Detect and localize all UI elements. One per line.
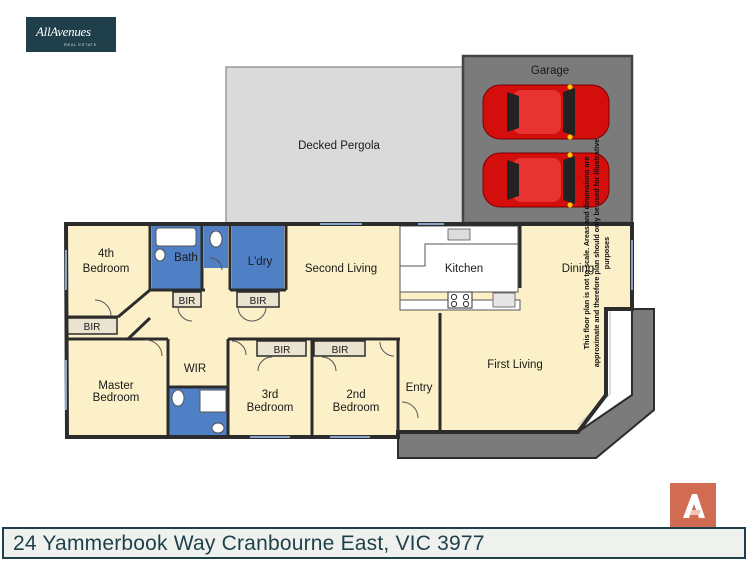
property-address: 24 Yammerbook Way Cranbourne East, VIC 3… bbox=[13, 532, 485, 555]
room-label-first-living: First Living bbox=[487, 359, 543, 371]
room-label-laundry: L'dry bbox=[248, 256, 273, 268]
room-label-4th-bedroom-line1: 4th bbox=[98, 248, 114, 260]
window-marks bbox=[65, 223, 633, 438]
bir-robe bbox=[256, 340, 307, 357]
room-label-second-living: Second Living bbox=[305, 263, 377, 275]
shower-icon bbox=[199, 389, 227, 413]
car-icon bbox=[482, 84, 610, 140]
basin-icon bbox=[154, 248, 166, 262]
bir-robe bbox=[313, 340, 366, 357]
bathtub-icon bbox=[155, 227, 197, 247]
sink-icon bbox=[447, 228, 471, 241]
bir-label: BIR bbox=[250, 296, 267, 307]
room-label-wir: WIR bbox=[184, 363, 206, 375]
room-label-2nd-bedroom-line2: Bedroom bbox=[333, 402, 380, 414]
sink-icon bbox=[492, 292, 516, 308]
disclaimer-text: This floor plan is not to scale. Areas a… bbox=[582, 138, 611, 368]
room-label-3rd-bedroom-line1: 3rd bbox=[262, 389, 279, 401]
cooktop-icon bbox=[447, 291, 473, 309]
room-label-master-bedroom-line1: Master bbox=[98, 380, 133, 392]
room-label-entry: Entry bbox=[406, 382, 433, 394]
room-label-decked-pergola: Decked Pergola bbox=[298, 140, 380, 152]
interior-walls bbox=[66, 224, 522, 437]
room-label-garage: Garage bbox=[531, 65, 569, 77]
room-label-2nd-bedroom-line1: 2nd bbox=[346, 389, 365, 401]
room-label-bath: Bath bbox=[174, 252, 198, 264]
agency-badge-icon bbox=[670, 483, 716, 529]
room-label-master-bedroom-line2: Bedroom bbox=[93, 392, 140, 404]
laundry-area bbox=[232, 224, 284, 290]
logo-tagline: REAL ESTATE bbox=[64, 42, 97, 47]
bir-label: BIR bbox=[274, 345, 291, 356]
room-label-dining: Dining bbox=[562, 263, 595, 275]
bir-label: BIR bbox=[179, 296, 196, 307]
room-label-3rd-bedroom-line2: Bedroom bbox=[247, 402, 294, 414]
kitchen-bench bbox=[399, 225, 521, 311]
toilet-icon bbox=[209, 230, 223, 248]
room-label-kitchen: Kitchen bbox=[445, 263, 483, 275]
decked-pergola-area bbox=[225, 66, 464, 224]
address-bar: 24 Yammerbook Way Cranbourne East, VIC 3… bbox=[2, 527, 746, 559]
bir-label: BIR bbox=[84, 322, 101, 333]
toilet-icon bbox=[171, 389, 185, 407]
bir-label: BIR bbox=[332, 345, 349, 356]
agency-logo: AllAvenues REAL ESTATE bbox=[26, 17, 116, 52]
car-icon bbox=[482, 152, 610, 208]
basin-icon bbox=[211, 422, 225, 434]
bir-robe bbox=[172, 291, 202, 308]
bir-robe bbox=[236, 291, 280, 308]
bay-window bbox=[397, 308, 655, 459]
room-label-4th-bedroom-line2: Bedroom bbox=[83, 263, 130, 275]
logo-name: AllAvenues bbox=[36, 24, 91, 39]
door-swings bbox=[94, 257, 419, 419]
